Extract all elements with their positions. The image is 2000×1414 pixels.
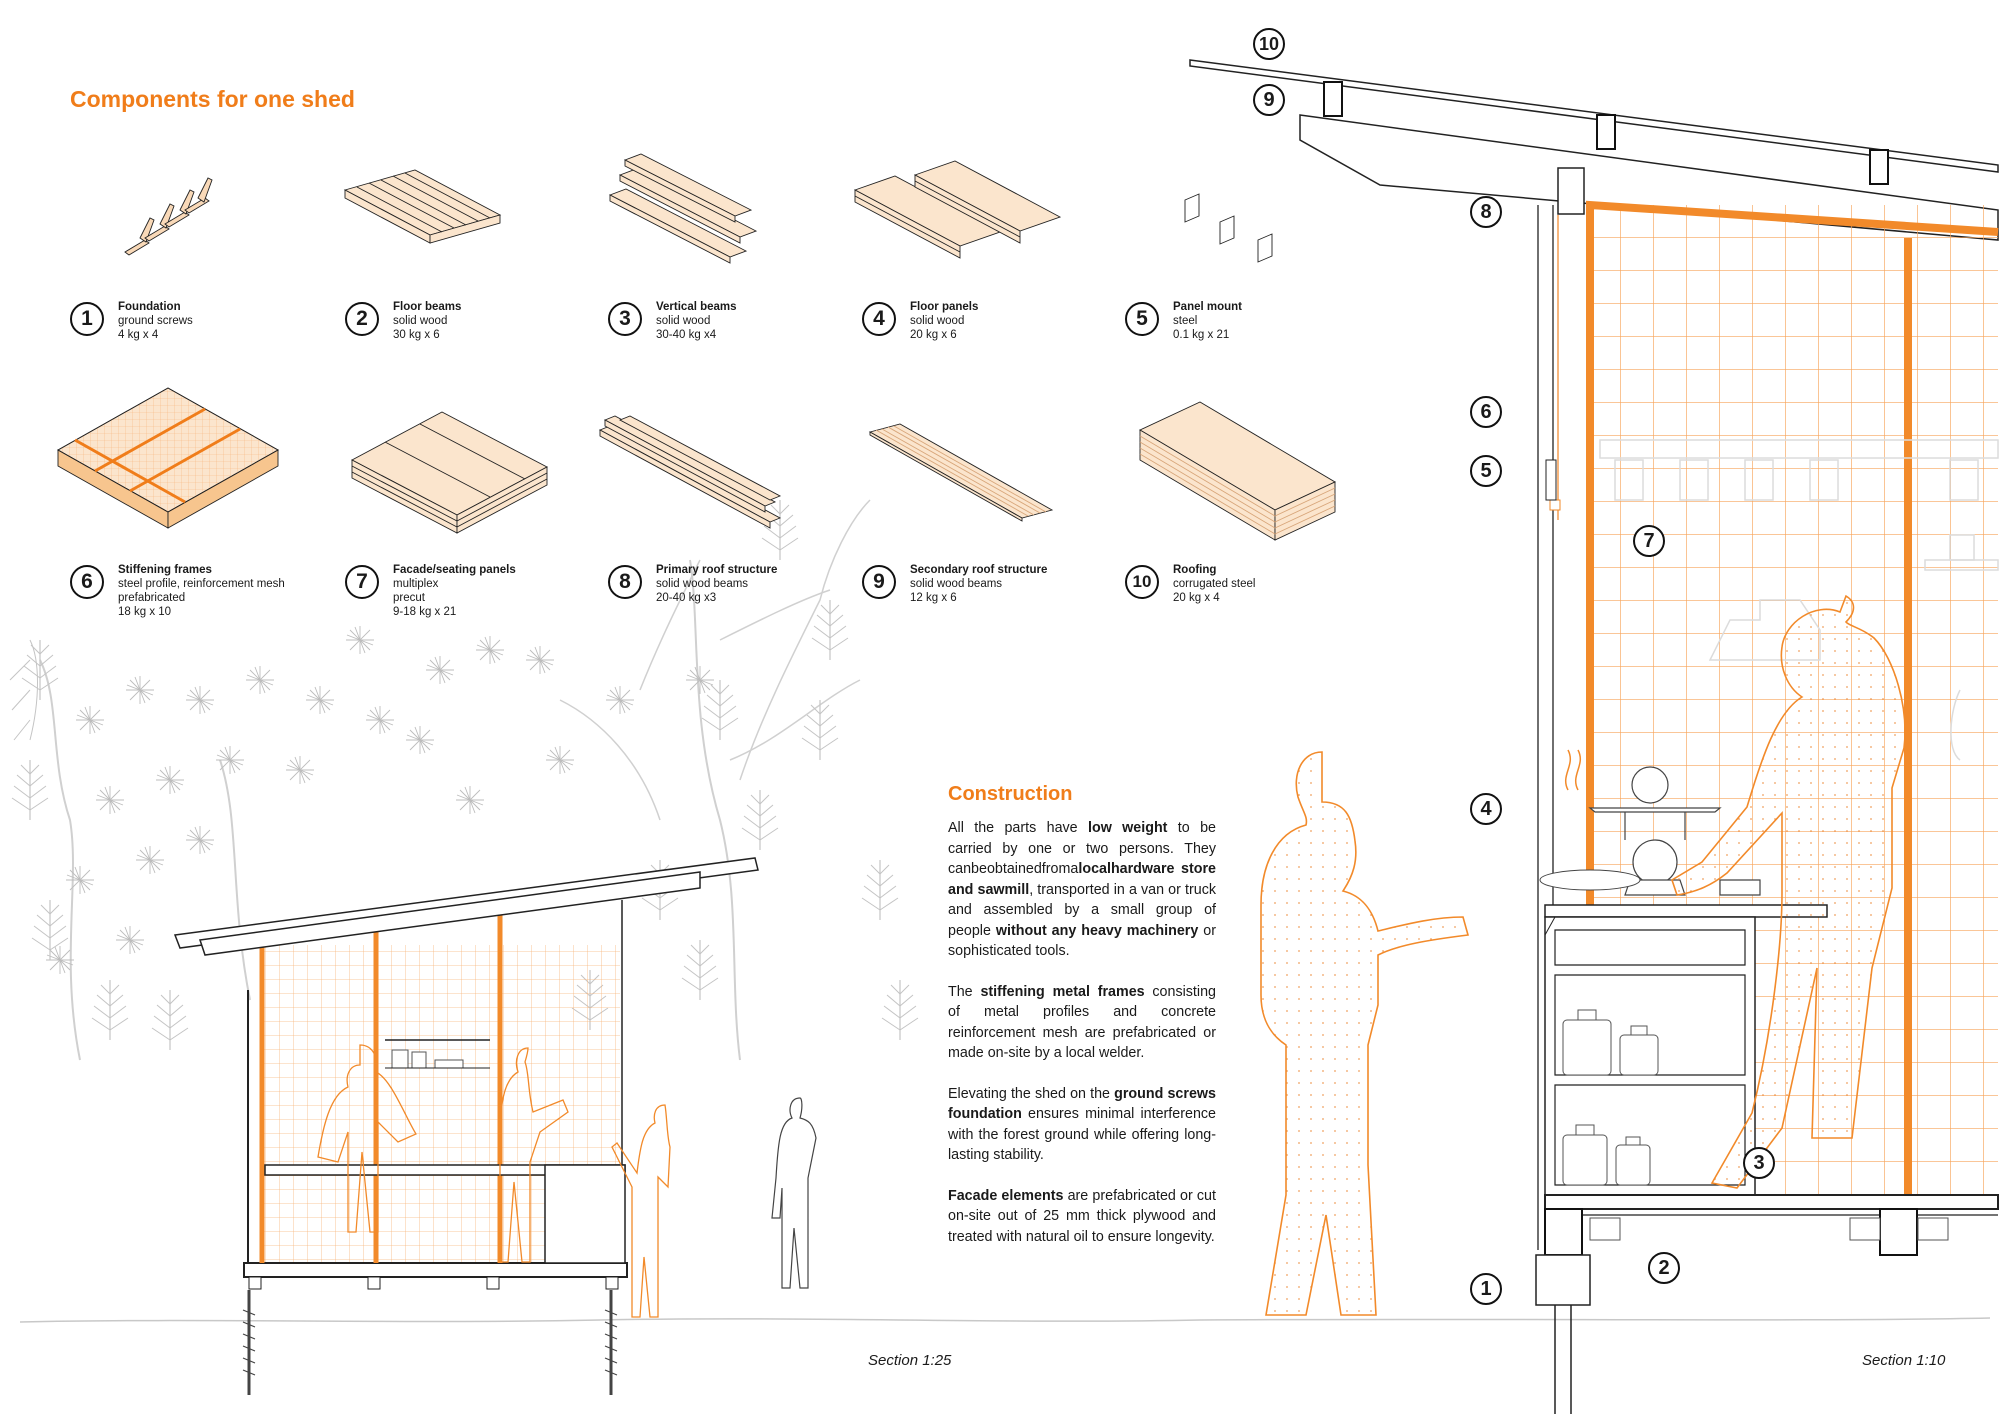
section-1-25-drawing [173,857,817,1395]
callout-1: 1 [1470,1273,1502,1305]
component-9-label: Secondary roof structure solid wood beams… [910,563,1047,605]
section-label-right: Section 1:10 [1862,1352,1946,1369]
component-detail: multiplex [393,578,439,590]
component-number-5: 5 [1125,302,1159,336]
body-text: are prefabricated or cut on-site out of … [948,1187,1216,1245]
callout-10: 10 [1253,28,1285,60]
component-6-label: Stiffening frames steel profile, reinforc… [118,563,285,619]
component-3-label: Vertical beams solid wood 30-40 kg x4 [656,300,737,342]
component-number-3: 3 [608,302,642,336]
component-detail: 18 kg x 10 [118,606,172,618]
component-8-label: Primary roof structure solid wood beams 20… [656,563,777,605]
emphasis-text: without any heavy machinery [995,922,1199,939]
callout-9: 9 [1253,84,1285,116]
component-name: Secondary roof structure [910,564,1048,576]
ground-line [19,1317,1991,1323]
component-name: Facade/seating panels [393,564,516,576]
component-2-label: Floor beams solid wood 30 kg x 6 [393,300,461,342]
component-detail: 4 kg x 4 [118,329,159,341]
component-detail: corrugated steel [1173,578,1256,590]
callout-3: 3 [1743,1147,1775,1179]
component-number-10: 10 [1125,565,1159,599]
component-5-label: Panel mount steel 0.1 kg x 21 [1173,300,1242,342]
callout-5: 5 [1470,455,1502,487]
callout-2: 2 [1648,1252,1680,1284]
component-detail: 20 kg x 6 [910,329,957,341]
component-number-2: 2 [345,302,379,336]
construction-paragraph-4: Facade elements are prefabricated or cut… [948,1186,1216,1248]
construction-paragraph-1: All the parts have low weight to be carr… [948,818,1216,962]
component-name: Vertical beams [656,301,737,313]
component-name: Primary roof structure [656,564,778,576]
components-title: Components for one shed [70,86,355,112]
body-text: Elevating the shed on the [948,1085,1115,1102]
component-1-label: Foundation ground screws 4 kg x 4 [118,300,193,342]
component-detail: ground screws [118,315,193,327]
body-text: , transported in a van or truck and asse… [948,881,1216,939]
emphasis-text: Facade elements [948,1187,1064,1204]
body-text: ensures minimal interference with the fo… [948,1106,1216,1163]
component-name: Roofing [1173,564,1217,576]
component-detail: 12 kg x 6 [910,592,957,604]
body-text: All the parts have [948,820,1088,836]
forest-foliage [9,499,919,1061]
construction-paragraph-3: Elevating the shed on the ground screws … [948,1084,1216,1166]
component-7-label: Facade/seating panels multiplex precut 9-18… [393,563,516,619]
construction-paragraph-2: The stiffening metal frames consisting o… [948,982,1216,1064]
component-detail: 30 kg x 6 [393,329,440,341]
component-detail: solid wood [910,315,965,327]
component-name: Foundation [118,301,181,313]
emphasis-text: localhardware store and sawmill [948,861,1216,898]
component-number-4: 4 [862,302,896,336]
component-detail: 20 kg x 4 [1173,592,1220,604]
component-name: Floor beams [393,301,462,313]
component-detail: solid wood beams [656,578,749,590]
component-detail: solid wood beams [910,578,1003,590]
component-detail: precut [393,592,425,604]
callout-4: 4 [1470,793,1502,825]
component-detail: 9-18 kg x 21 [393,606,457,618]
emphasis-text: low weight [1087,820,1168,836]
component-detail: steel [1173,315,1198,327]
component-detail: steel profile, reinforcement mesh [118,578,285,590]
body-text: The [948,983,981,1000]
component-detail: 30-40 kg x4 [656,329,717,341]
component-detail: 0.1 kg x 21 [1173,329,1230,341]
callout-8: 8 [1470,196,1502,228]
construction-heading: Construction [948,783,1073,805]
component-detail: 20-40 kg x3 [656,592,717,604]
component-number-9: 9 [862,565,896,599]
section-1-10-drawing [1189,59,1999,1414]
component-detail: solid wood [393,315,448,327]
component-name: Panel mount [1173,301,1243,313]
component-name: Floor panels [910,301,979,313]
body-text: to be carried by one or two persons. The… [948,820,1216,877]
component-4-label: Floor panels solid wood 20 kg x 6 [910,300,978,342]
component-number-8: 8 [608,565,642,599]
callout-6: 6 [1470,396,1502,428]
section-label-left: Section 1:25 [868,1352,952,1369]
component-10-label: Roofing corrugated steel 20 kg x 4 [1173,563,1255,605]
emphasis-text: stiffening metal frames [980,983,1145,1000]
component-detail: solid wood [656,315,711,327]
component-name: Stiffening frames [118,564,212,576]
callout-7: 7 [1633,525,1665,557]
component-number-7: 7 [345,565,379,599]
construction-text-block: Construction All the parts have low weig… [948,783,1216,1267]
component-illustrations [57,153,1336,541]
component-number-1: 1 [70,302,104,336]
body-text: or sophisticated tools. [948,922,1216,960]
component-number-6: 6 [70,565,104,599]
body-text: consisting of metal profiles and concret… [948,983,1216,1062]
emphasis-text: ground screws foundation [948,1085,1216,1123]
component-detail: prefabricated [118,592,186,604]
